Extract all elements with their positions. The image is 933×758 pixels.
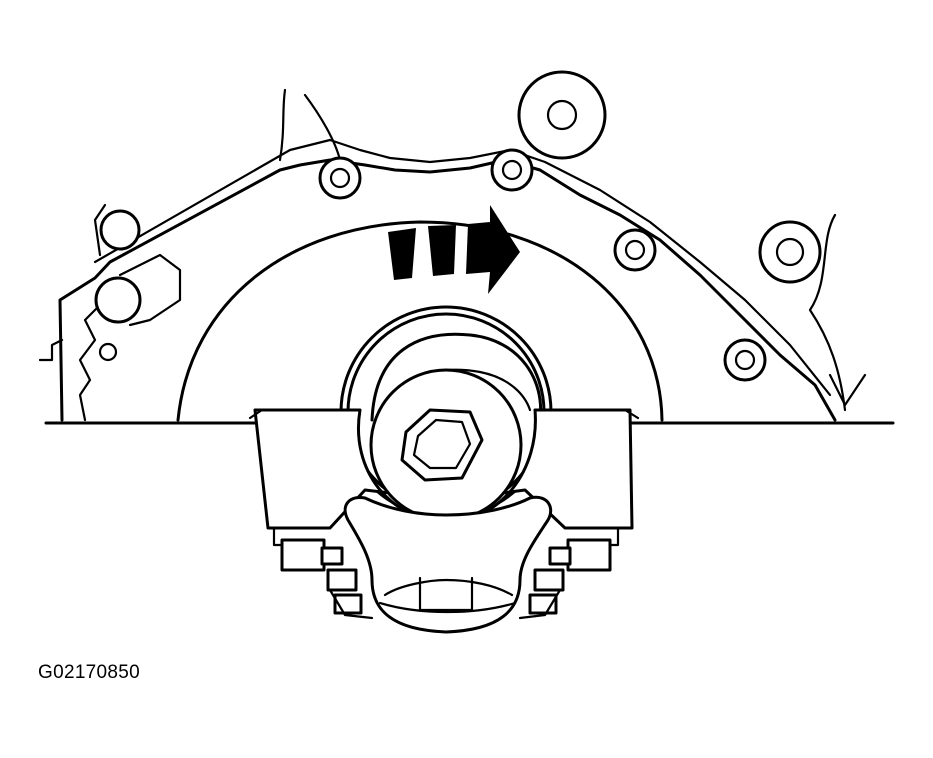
idler-pulley-icon (546, 99, 578, 131)
rotation-arrow-icon (466, 205, 520, 294)
bolt-hole-icon (98, 342, 118, 362)
flange-bolt-right (528, 538, 612, 615)
adapter-center-block (418, 576, 474, 612)
bolt-hole-icon (490, 148, 534, 192)
bolt-hole-icon (94, 276, 142, 324)
bolt-hole-icon (329, 167, 351, 189)
holding-tool-top-edge (248, 408, 640, 420)
left-rib (38, 203, 107, 422)
timing-cover-outline (58, 158, 837, 422)
rotation-arrow-bar (428, 225, 456, 276)
flange-plate-edge (272, 526, 620, 620)
crank-bolt-inner (412, 418, 472, 470)
idler-pulley-icon (517, 70, 607, 160)
bolt-hole-icon (501, 159, 523, 181)
flange-bolt-left (280, 538, 363, 615)
cover-inner-ridge (93, 138, 832, 397)
bolt-hole-icon (318, 156, 362, 200)
bolt-hole-icon (624, 239, 646, 261)
bolt-hole-icon (734, 349, 756, 371)
rotation-arrow-bar (388, 228, 416, 280)
bolt-hole-icon (613, 228, 657, 272)
crank-seal-inner (370, 332, 543, 422)
right-edge (808, 213, 867, 412)
bolt-hole-icon (99, 209, 141, 251)
cover-arc (176, 220, 664, 422)
adapter-inner-arc (378, 578, 517, 614)
bolt-hole-icon (723, 338, 767, 382)
idler-pulley-icon (775, 237, 805, 267)
adapter-arc (343, 495, 553, 634)
idler-pulley-icon (758, 220, 822, 284)
left-bracket (118, 253, 182, 327)
cover-top-edge (278, 88, 342, 162)
figure-code: G02170850 (38, 662, 141, 683)
